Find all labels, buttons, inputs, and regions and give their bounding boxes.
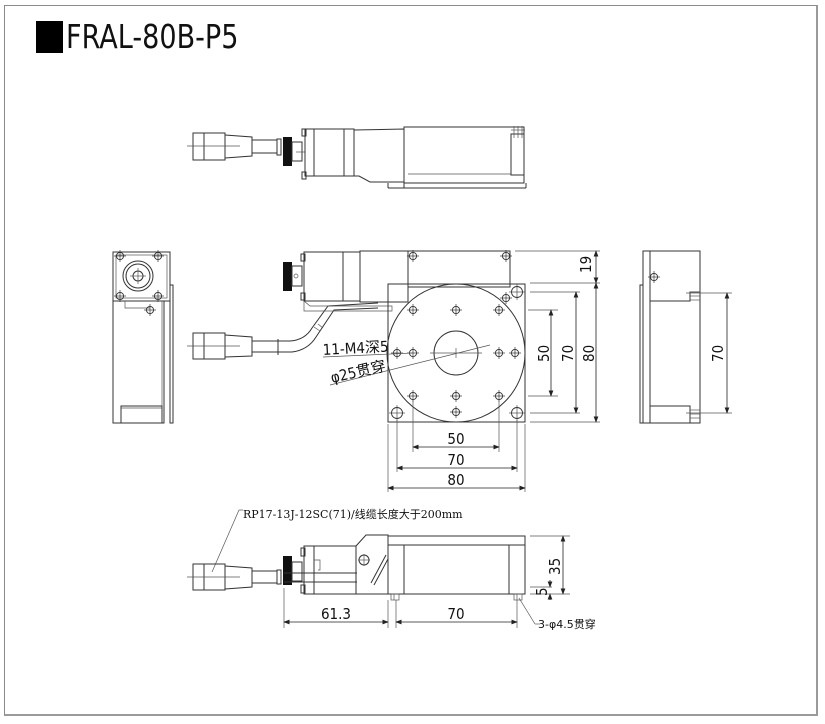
dim-70-right-view: 70 (709, 345, 727, 362)
dim-80-horizontal: 80 (447, 471, 464, 489)
tapped-holes-callout: 11-M4深5 (322, 338, 389, 359)
drawing-title: FRAL-80B-P5 (36, 19, 276, 55)
top-view (187, 126, 527, 189)
dim-61-3: 61.3 (321, 605, 351, 623)
front-plan-view: 11-M4深5 φ25贯穿 19 50 70 80 50 70 80 (187, 249, 600, 492)
connector-note: RP17-13J-12SC(71)/线缆长度大于200mm (243, 507, 463, 521)
dim-50-horizontal: 50 (447, 430, 464, 448)
dim-70-vertical: 70 (559, 345, 577, 362)
dim-80-vertical: 80 (580, 345, 598, 362)
dim-70-horizontal: 70 (447, 451, 464, 469)
dim-35: 35 (546, 558, 564, 575)
dim-70-bottom: 70 (447, 605, 464, 623)
model-name: FRAL-80B-P5 (66, 17, 239, 56)
right-side-view: 70 (639, 250, 732, 424)
dim-50-vertical: 50 (535, 345, 553, 362)
mount-holes-note: 3-φ4.5贯穿 (538, 617, 596, 631)
bottom-elevation-view: RP17-13J-12SC(71)/线缆长度大于200mm (187, 507, 596, 631)
left-side-view (112, 249, 174, 424)
dim-5: 5 (533, 587, 551, 596)
through-bore-callout: φ25贯穿 (329, 357, 388, 387)
title-bullet-square (36, 21, 63, 53)
dim-19: 19 (577, 256, 595, 273)
drawing-frame (4, 5, 818, 716)
